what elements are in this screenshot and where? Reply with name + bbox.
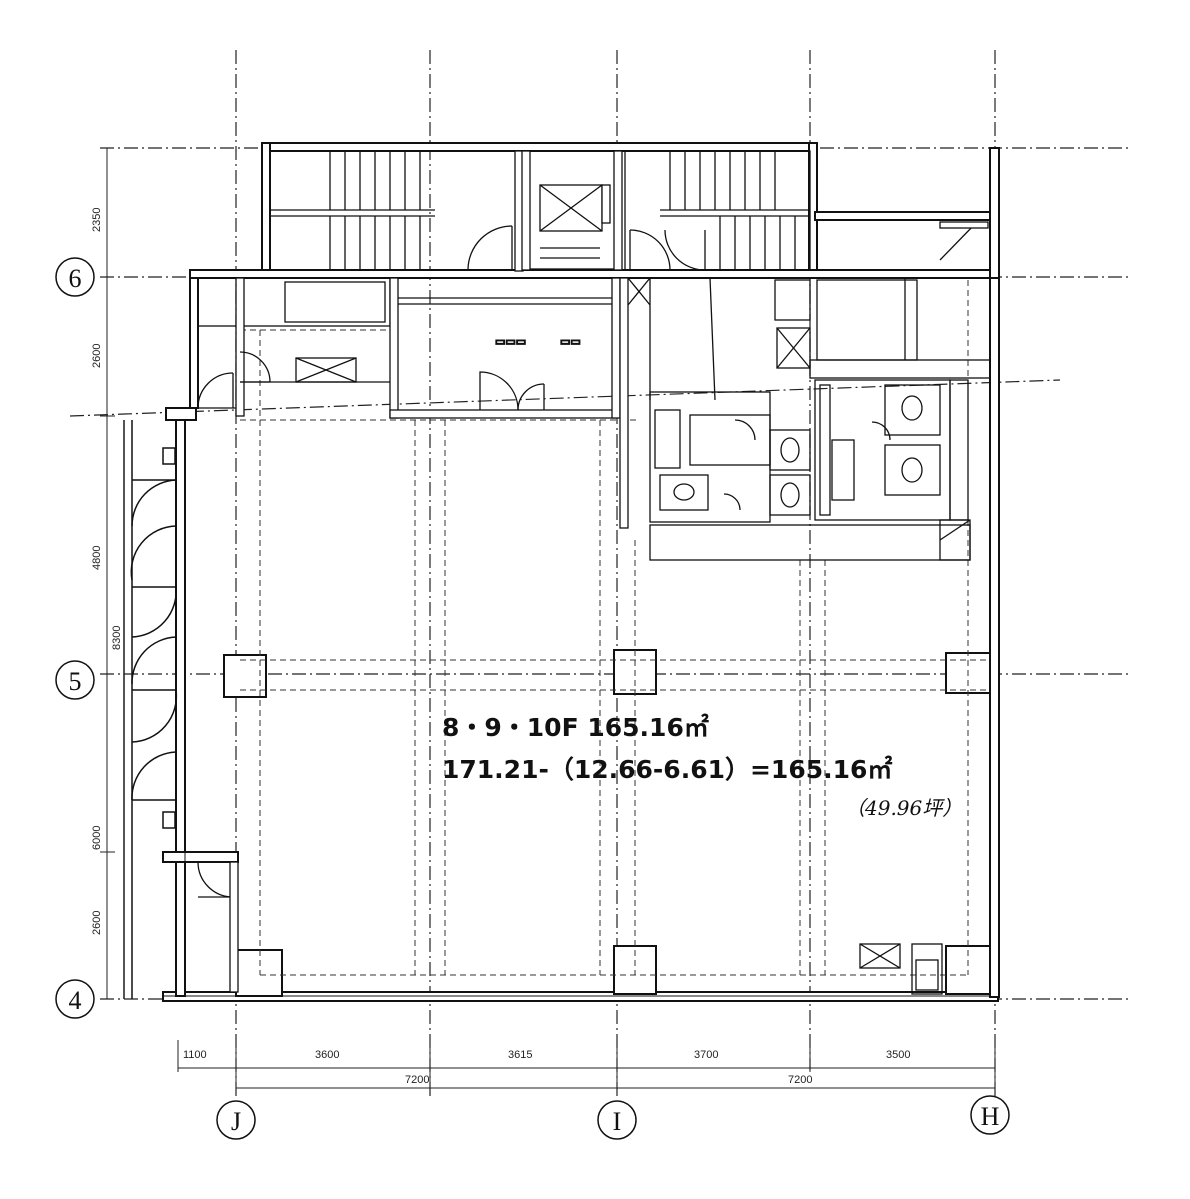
dim-8300: 8300 xyxy=(111,626,123,650)
grid-label-h: H xyxy=(981,1102,1000,1131)
core-area xyxy=(619,277,991,561)
svg-text:▭▭: ▭▭ xyxy=(560,336,581,348)
dim-3600: 3600 xyxy=(315,1049,339,1061)
outer-walls xyxy=(162,142,1000,1002)
dim-2600-top: 2600 xyxy=(91,344,103,368)
dim-2350: 2350 xyxy=(91,208,103,232)
dimension-labels: 1100 3600 3615 3700 3500 7200 7200 2350 … xyxy=(91,208,910,1086)
svg-text:▭▭▭: ▭▭▭ xyxy=(495,336,526,348)
grid-label-4: 4 xyxy=(69,986,82,1015)
grid-bubble-5 xyxy=(55,660,95,700)
sw-door xyxy=(197,861,239,993)
grid-label-5: 5 xyxy=(69,667,82,696)
grid-label-6: 6 xyxy=(69,264,82,293)
grid-bubbles xyxy=(55,257,1010,1140)
dim-6000: 6000 xyxy=(91,826,103,850)
grid-bubble-i xyxy=(597,1100,637,1140)
facade-doors xyxy=(123,420,178,999)
stair-right xyxy=(624,150,811,271)
grid-label-i: I xyxy=(613,1107,622,1136)
grid-bubble-labels: 6 5 4 J I H xyxy=(69,264,1000,1136)
area-annotation: 8・9・10F 165.16㎡ 171.21-（12.66-6.61）=165.… xyxy=(442,713,962,820)
grid-label-j: J xyxy=(231,1107,241,1136)
fixtures-se xyxy=(859,943,943,995)
stair-left xyxy=(269,150,524,272)
grid-bubble-h xyxy=(970,1095,1010,1135)
dim-2600-bottom: 2600 xyxy=(91,911,103,935)
central-room: ▭▭▭ ▭▭ xyxy=(389,277,621,419)
dim-4800: 4800 xyxy=(91,546,103,570)
dim-3500: 3500 xyxy=(886,1049,910,1061)
dim-1100: 1100 xyxy=(183,1049,207,1061)
grid-bubble-4 xyxy=(55,979,95,1019)
utility-room-ne xyxy=(816,219,991,271)
grid-bubble-6 xyxy=(55,257,95,297)
area-tsubo: （49.96坪） xyxy=(845,796,962,820)
grid-bubble-j xyxy=(216,1100,256,1140)
area-formula: 171.21-（12.66-6.61）=165.16㎡ xyxy=(442,755,892,784)
dim-7200-right: 7200 xyxy=(788,1074,812,1086)
service-room-left xyxy=(197,277,391,417)
elevator xyxy=(521,150,623,271)
dimension-lines xyxy=(100,148,996,1095)
dim-7200-left: 7200 xyxy=(405,1074,429,1086)
dim-3615: 3615 xyxy=(508,1049,532,1061)
area-title: 8・9・10F 165.16㎡ xyxy=(442,713,709,742)
dim-3700: 3700 xyxy=(694,1049,718,1061)
